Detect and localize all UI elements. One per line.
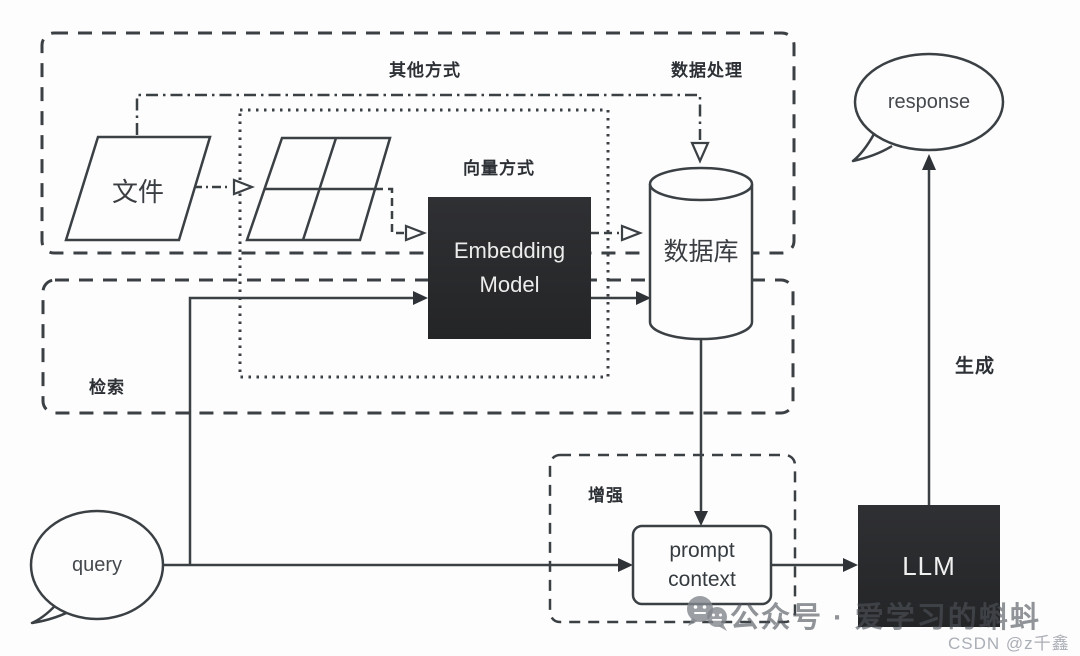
- embedding-model-box: [428, 197, 591, 339]
- file-shape: [64, 135, 212, 242]
- other-method-label: 其他方式: [389, 61, 461, 80]
- arrowhead-open-into-database-top: [690, 141, 710, 164]
- arrowhead-filled-into-embedding: [413, 291, 428, 305]
- csdn-watermark-text: CSDN @z千鑫: [948, 634, 1070, 653]
- retrieval-label: 检索: [89, 378, 125, 397]
- vector-method-label: 向量方式: [463, 159, 535, 178]
- prompt-context-node-label: prompt context: [668, 538, 736, 591]
- other-method-route-line: [135, 93, 702, 140]
- llm-box: [858, 505, 1000, 627]
- arrowhead-filled-into-llm: [843, 558, 858, 572]
- augmentation-group-box: [548, 453, 797, 624]
- arrowhead-open-into-embedding: [404, 224, 428, 242]
- query-to-embedding-line: [188, 296, 415, 565]
- llm-node-label: LLM: [902, 550, 956, 581]
- response-bubble: [853, 52, 1005, 152]
- database-cylinder-body: [648, 184, 754, 341]
- database-node-label: 数据库: [663, 238, 739, 266]
- vector-method-group-box: [238, 108, 610, 379]
- embedding-model-node-label: Embedding Model: [453, 237, 566, 297]
- data-processing-label: 数据处理: [671, 61, 743, 80]
- arrowhead-filled-into-prompt-left: [618, 558, 633, 572]
- data-processing-group-box: [40, 31, 796, 255]
- arrowhead-open-into-database-left: [620, 224, 644, 242]
- chunks-to-embedding-line: [375, 187, 404, 235]
- arrowhead-filled-into-response: [922, 154, 936, 170]
- arrowhead-filled-into-database: [636, 291, 651, 305]
- file-node-label: 文件: [111, 176, 164, 207]
- chunks-split-vertical-line: [301, 137, 338, 241]
- database-cylinder-top: [648, 166, 754, 202]
- wechat-watermark-text: 公众号 · 爱学习的蝌蚪: [730, 602, 1041, 634]
- augmentation-label: 增强: [588, 486, 624, 505]
- retrieval-group-box: [41, 278, 795, 415]
- wechat-icon: [687, 596, 727, 631]
- query-node-label: query: [71, 553, 123, 576]
- generation-label: 生成: [955, 356, 996, 377]
- arrowhead-filled-into-prompt-top: [694, 511, 708, 526]
- response-bubble-tail: [851, 133, 893, 163]
- query-bubble: [29, 509, 165, 621]
- response-node-label: response: [887, 91, 971, 113]
- arrowhead-open-into-chunks: [232, 178, 256, 196]
